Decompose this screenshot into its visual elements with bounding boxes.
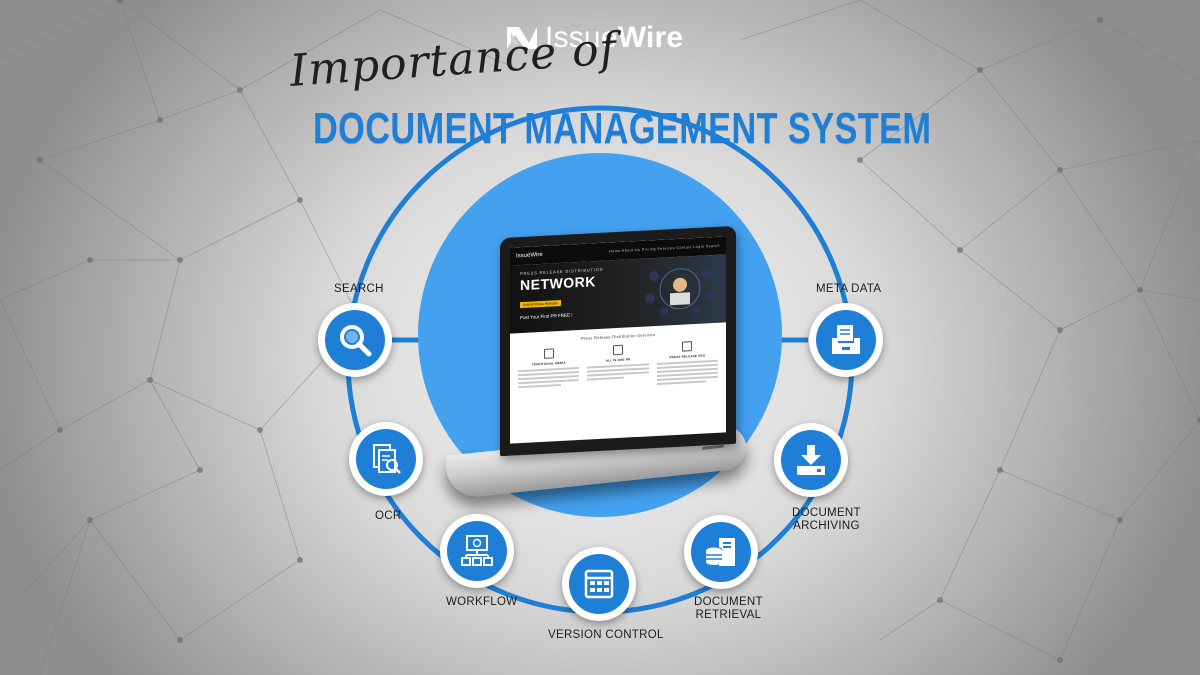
laptop-mockup: IssueWire Home About Us Pricing Services…: [438, 225, 748, 500]
label-workflow: WORKFLOW: [446, 596, 518, 608]
issuewire-logo-icon: [507, 27, 537, 49]
label-ocr: OCR: [375, 510, 402, 522]
screen-hero-illustration: [645, 268, 715, 316]
archive-download-icon: [797, 445, 825, 475]
screen-hero-button: Submit Press Release: [520, 300, 561, 309]
version-control-node: [562, 547, 636, 621]
label-version-control: VERSION CONTROL: [548, 629, 664, 641]
label-search: SEARCH: [334, 283, 384, 295]
version-grid-icon: [584, 569, 614, 599]
screen-col3-title: PRESS RELEASE SEO: [669, 353, 706, 360]
page-title: DOCUMENT MANAGEMENT SYSTEM: [313, 104, 932, 153]
ocr-document-icon: [373, 444, 401, 474]
screen-col1-title: TRADITIONAL MEDIA: [531, 360, 566, 367]
laptop-screen-frame: IssueWire Home About Us Pricing Services…: [500, 225, 736, 457]
screen-hero: PRESS RELEASE DISTRIBUTION NETWORK Submi…: [510, 254, 726, 334]
document-retrieval-node: [684, 515, 758, 589]
ocr-node: [349, 422, 423, 496]
laptop-screen: IssueWire Home About Us Pricing Services…: [510, 236, 726, 444]
screen-col2-title: ALL IN ONE PR: [605, 357, 631, 363]
document-archiving-node: [774, 423, 848, 497]
screen-logo: IssueWire: [516, 251, 543, 260]
file-cabinet-icon: [832, 325, 860, 354]
search-node: [318, 303, 392, 377]
workflow-node: [440, 514, 514, 588]
server-retrieval-icon: [705, 538, 735, 566]
logo-wordmark: IssueWire: [545, 21, 684, 54]
label-meta-data: META DATA: [816, 283, 882, 295]
magnifier-icon: [340, 325, 372, 357]
screen-nav-links: Home About Us Pricing Services Contact L…: [609, 243, 720, 254]
meta-data-node: [809, 303, 883, 377]
workflow-icon: [461, 535, 493, 566]
issuewire-logo: IssueWire: [505, 18, 683, 58]
